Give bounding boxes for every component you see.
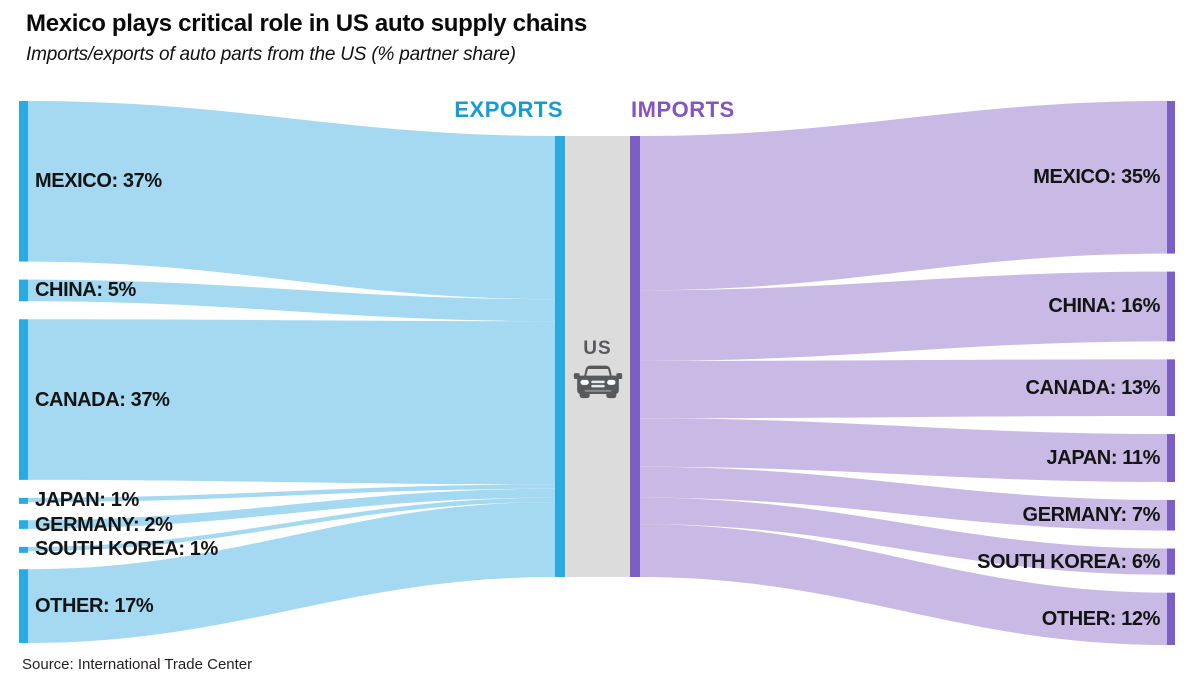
us-import-bar bbox=[630, 136, 640, 577]
source-note: Source: International Trade Center bbox=[22, 656, 253, 673]
import-flow-china bbox=[640, 271, 1167, 361]
page-subtitle: Imports/exports of auto parts from the U… bbox=[26, 44, 516, 65]
import-flow-japan bbox=[640, 418, 1167, 482]
import-node-south-korea bbox=[1167, 548, 1175, 575]
import-flow-south-korea bbox=[640, 497, 1167, 575]
export-label-japan: JAPAN: 1% bbox=[35, 489, 139, 512]
import-node-mexico bbox=[1167, 101, 1175, 254]
import-flow-mexico bbox=[640, 101, 1167, 291]
us-center-node: US bbox=[565, 338, 630, 400]
export-node-mexico bbox=[19, 101, 28, 262]
export-flow-mexico bbox=[28, 101, 555, 300]
export-node-germany bbox=[19, 520, 28, 529]
export-flow-japan bbox=[28, 484, 555, 503]
export-flow-other bbox=[28, 502, 555, 643]
export-flow-china bbox=[28, 279, 555, 322]
import-label-china: CHINA: 16% bbox=[1048, 295, 1160, 318]
import-node-other bbox=[1167, 592, 1175, 645]
page-title: Mexico plays critical role in US auto su… bbox=[26, 10, 587, 37]
import-label-canada: CANADA: 13% bbox=[1025, 376, 1160, 399]
export-flow-south-korea bbox=[28, 497, 555, 552]
export-node-china bbox=[19, 279, 28, 302]
export-flow-canada bbox=[28, 319, 555, 485]
import-label-other: OTHER: 12% bbox=[1041, 607, 1161, 630]
imports-column-label: IMPORTS bbox=[631, 97, 735, 122]
import-label-south-korea: SOUTH KOREA: 6% bbox=[977, 550, 1160, 573]
export-node-canada bbox=[19, 319, 28, 480]
export-node-japan bbox=[19, 497, 28, 504]
import-label-germany: GERMANY: 7% bbox=[1022, 504, 1161, 527]
export-node-south-korea bbox=[19, 546, 28, 553]
exports-column-label: EXPORTS bbox=[454, 97, 563, 122]
us-export-bar bbox=[555, 136, 565, 577]
export-label-mexico: MEXICO: 37% bbox=[35, 170, 162, 193]
import-flow-germany bbox=[640, 466, 1167, 531]
import-node-china bbox=[1167, 271, 1175, 342]
import-label-japan: JAPAN: 11% bbox=[1046, 447, 1161, 470]
export-node-other bbox=[19, 569, 28, 643]
export-label-south-korea: SOUTH KOREA: 1% bbox=[35, 538, 218, 561]
import-flow-canada bbox=[640, 359, 1167, 419]
import-node-germany bbox=[1167, 500, 1175, 531]
import-label-mexico: MEXICO: 35% bbox=[1033, 166, 1160, 189]
import-node-canada bbox=[1167, 359, 1175, 417]
us-label: US bbox=[583, 338, 612, 359]
car-icon bbox=[573, 365, 622, 399]
export-label-china: CHINA: 5% bbox=[35, 279, 136, 302]
us-center-band bbox=[565, 136, 630, 577]
import-node-japan bbox=[1167, 434, 1175, 482]
export-label-other: OTHER: 17% bbox=[35, 595, 154, 618]
export-label-germany: GERMANY: 2% bbox=[35, 513, 173, 536]
export-flow-germany bbox=[28, 488, 555, 529]
import-flow-other bbox=[640, 524, 1167, 645]
export-label-canada: CANADA: 37% bbox=[35, 388, 170, 411]
